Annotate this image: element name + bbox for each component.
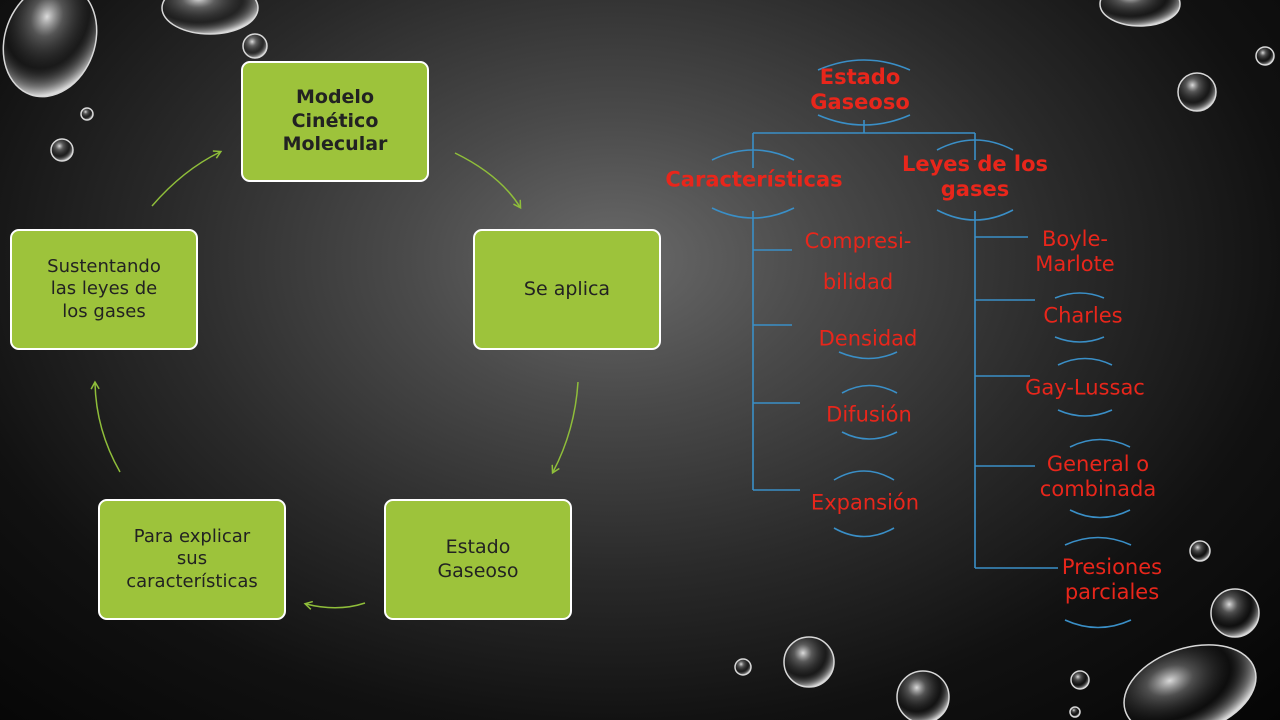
tree-leaf-general: General o combinada xyxy=(1039,451,1157,501)
tree-leaf-presiones: Presiones parciales xyxy=(1061,554,1163,604)
tree-leaf-difusion: Difusión xyxy=(826,402,912,427)
tree-leaf-densidad: Densidad xyxy=(818,326,918,351)
arrow-explicar-to-sustentando xyxy=(90,380,121,473)
cycle-node-explicar: Para explicar sus características xyxy=(98,499,286,620)
tree-leaf-expansion: Expansión xyxy=(810,490,920,515)
cycle-node-label: Se aplica xyxy=(523,277,611,300)
cycle-node-label: Modelo Cinético Molecular xyxy=(282,85,388,156)
cycle-node-modelo: Modelo Cinético Molecular xyxy=(241,61,429,182)
cycle-node-label: Estado Gaseoso xyxy=(437,535,519,582)
cycle-node-aplica: Se aplica xyxy=(473,229,661,350)
arrow-aplica-to-estado xyxy=(551,381,579,475)
tree-branch-caracteristicas: Características xyxy=(665,167,843,192)
tree-root: Estado Gaseoso xyxy=(810,64,910,114)
tree-leaf-charles: Charles xyxy=(1043,303,1123,328)
cycle-node-estado: Estado Gaseoso xyxy=(384,499,572,620)
tree-leaf-boyle: Boyle- Marlote xyxy=(1035,226,1115,276)
cycle-node-sustentando: Sustentando las leyes de los gases xyxy=(10,229,198,350)
tree-branch-leyes: Leyes de los gases xyxy=(901,151,1049,201)
tree-leaf-gay-lussac: Gay-Lussac xyxy=(1025,375,1145,400)
cycle-node-label: Para explicar sus características xyxy=(126,525,258,592)
arrow-modelo-to-aplica xyxy=(454,152,522,210)
arrow-estado-to-explicar xyxy=(303,600,366,610)
arrow-sustentando-to-modelo xyxy=(151,150,223,207)
cycle-node-label: Sustentando las leyes de los gases xyxy=(47,255,161,322)
tree-leaf-compresibilidad: Compresi- bilidad xyxy=(804,229,912,294)
